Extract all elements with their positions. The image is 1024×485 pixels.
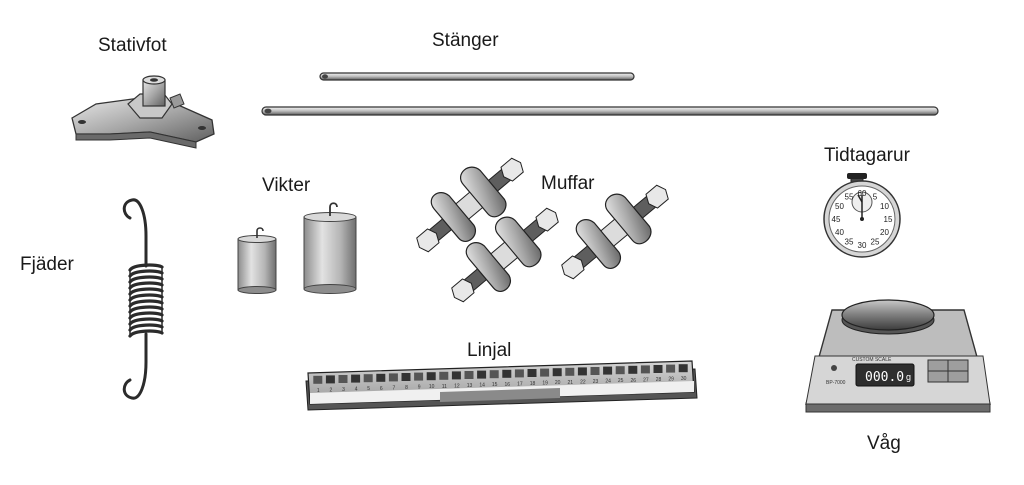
label-spring: Fjäder xyxy=(20,254,74,275)
ruler-block xyxy=(603,366,613,375)
ruler-number: 1 xyxy=(317,388,320,394)
stopwatch-number: 30 xyxy=(858,241,867,250)
stopwatch-number: 60 xyxy=(858,189,867,198)
ruler-number: 11 xyxy=(442,384,447,390)
ruler-number: 7 xyxy=(393,385,396,391)
ruler-number: 17 xyxy=(517,381,523,387)
scale-brand: CUSTOM SCALE xyxy=(852,357,892,363)
ruler-number: 19 xyxy=(542,381,548,387)
stopwatch-number: 35 xyxy=(845,238,854,247)
ruler-number: 26 xyxy=(631,378,637,384)
ruler-number: 14 xyxy=(479,383,485,389)
stopwatch-number: 20 xyxy=(880,228,889,237)
stopwatch-number: 10 xyxy=(880,202,889,211)
ruler-block xyxy=(678,364,688,373)
ruler-number: 25 xyxy=(618,378,624,384)
ruler-block xyxy=(363,374,373,383)
ruler-number: 28 xyxy=(656,377,662,383)
ruler-block xyxy=(590,367,600,375)
ruler-number: 9 xyxy=(418,385,421,391)
ruler-number: 22 xyxy=(580,379,586,385)
ruler-block xyxy=(514,369,524,378)
ruler-number: 20 xyxy=(555,380,561,386)
ruler-number: 30 xyxy=(681,376,687,382)
ruler-number: 3 xyxy=(342,387,345,393)
stopwatch-number: 55 xyxy=(845,193,854,202)
scale-unit: g xyxy=(906,372,911,382)
scale-reading: 000.0 xyxy=(865,370,904,385)
ruler-block xyxy=(477,370,487,379)
stopwatch-number: 5 xyxy=(873,193,878,202)
ruler-block xyxy=(628,365,638,374)
ruler-block xyxy=(615,366,625,375)
ruler-number: 6 xyxy=(380,386,383,392)
rods-icon xyxy=(261,72,939,116)
ruler-block xyxy=(414,372,424,381)
ruler-block xyxy=(351,374,361,383)
ruler-block xyxy=(565,367,575,376)
stopwatch-number: 25 xyxy=(871,238,880,247)
ruler-block xyxy=(489,370,499,379)
ruler-number: 15 xyxy=(492,382,498,388)
ruler-number: 8 xyxy=(405,385,408,391)
ruler-number: 12 xyxy=(454,383,460,389)
weights-icon xyxy=(237,202,357,294)
ruler-number: 29 xyxy=(668,377,674,383)
ruler-number: 10 xyxy=(429,384,435,390)
ruler-number: 27 xyxy=(643,377,649,383)
stopwatch-number: 45 xyxy=(832,215,841,224)
ruler-block xyxy=(388,373,398,382)
scale-icon xyxy=(805,299,991,413)
ruler-block xyxy=(653,365,663,373)
ruler-block xyxy=(376,373,386,382)
ruler-number: 18 xyxy=(530,381,536,387)
ruler-number: 23 xyxy=(593,379,599,385)
stopwatch-number: 50 xyxy=(835,202,844,211)
ruler-block xyxy=(640,365,650,374)
ruler-block xyxy=(464,371,474,379)
ruler-block xyxy=(540,368,550,377)
ruler-block xyxy=(527,369,537,377)
ruler-block xyxy=(577,367,587,376)
ruler-block xyxy=(426,372,436,381)
stopwatch-number: 15 xyxy=(884,215,893,224)
ruler-block xyxy=(502,369,512,378)
label-scale: Våg xyxy=(867,433,901,454)
label-weights: Vikter xyxy=(262,175,311,196)
stand-base-icon xyxy=(71,75,215,149)
label-clamps: Muffar xyxy=(541,173,595,194)
ruler-number: 16 xyxy=(505,382,511,388)
ruler-block xyxy=(439,371,449,380)
label-stand-base: Stativfot xyxy=(98,35,167,56)
ruler-block xyxy=(666,364,676,373)
ruler-number: 4 xyxy=(355,387,358,393)
spring-icon xyxy=(122,198,164,400)
ruler-number: 24 xyxy=(605,379,611,385)
ruler-block xyxy=(325,375,335,384)
ruler-block xyxy=(451,371,461,380)
label-stopwatch: Tidtagarur xyxy=(824,145,910,166)
ruler-number: 13 xyxy=(467,383,473,389)
ruler-block xyxy=(552,368,562,377)
stopwatch-number: 40 xyxy=(835,228,844,237)
label-ruler: Linjal xyxy=(467,340,512,361)
ruler-number: 5 xyxy=(367,386,370,392)
scale-model: BP-7000 xyxy=(826,380,846,386)
ruler-number: 21 xyxy=(568,380,574,386)
ruler-block xyxy=(313,375,323,384)
ruler-block xyxy=(401,373,411,381)
ruler-number: 2 xyxy=(330,387,333,393)
ruler-block xyxy=(338,375,348,383)
clamps-icon xyxy=(416,157,669,303)
label-rods: Stänger xyxy=(432,30,499,51)
